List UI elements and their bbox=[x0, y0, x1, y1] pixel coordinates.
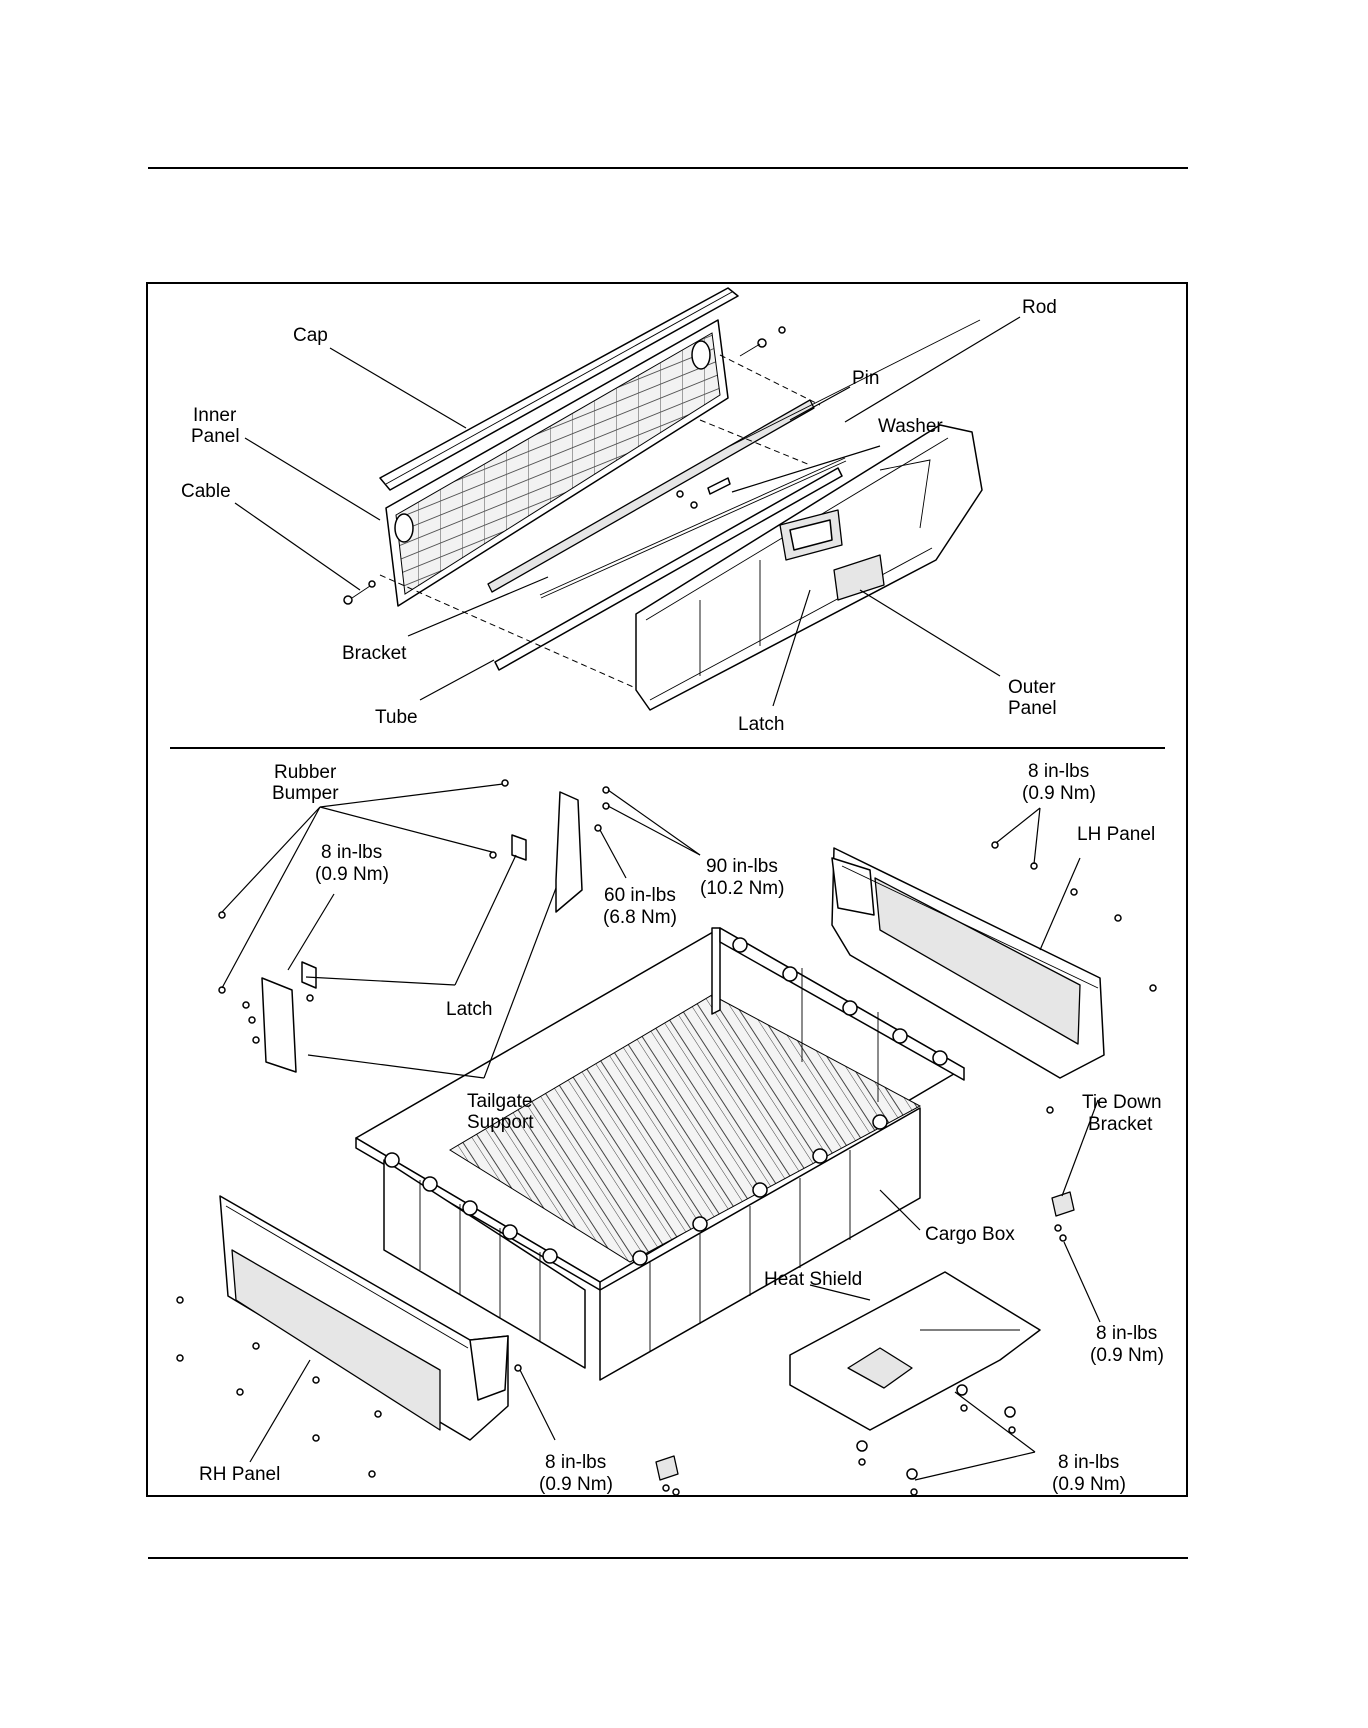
label-torque-d-line1: 60 in-lbs bbox=[604, 885, 676, 906]
label-torque-g-line2: (0.9 Nm) bbox=[1052, 1474, 1126, 1495]
label-torque-a-line2: (0.9 Nm) bbox=[315, 864, 389, 885]
tailgate-support-left bbox=[262, 962, 316, 1072]
label-torque-g-line1: 8 in-lbs bbox=[1058, 1452, 1119, 1473]
label-tailgate-support-line2: Support bbox=[467, 1112, 534, 1133]
label-inner-panel-line1: Inner bbox=[193, 405, 237, 426]
label-latch-upper: Latch bbox=[738, 714, 784, 735]
label-torque-c-line1: 90 in-lbs bbox=[706, 856, 778, 877]
label-tailgate-support-line1: Tailgate bbox=[467, 1091, 533, 1112]
label-torque-f-line2: (0.9 Nm) bbox=[539, 1474, 613, 1495]
label-torque-b-line2: (0.9 Nm) bbox=[1022, 783, 1096, 804]
label-torque-e-line2: (0.9 Nm) bbox=[1090, 1345, 1164, 1366]
label-torque-f-line1: 8 in-lbs bbox=[545, 1452, 606, 1473]
tailgate-support-right bbox=[512, 792, 582, 912]
label-cable: Cable bbox=[181, 481, 231, 502]
label-inner-panel-line2: Panel bbox=[191, 426, 240, 447]
label-rubber-bumper-line2: Bumper bbox=[272, 783, 339, 804]
label-rod: Rod bbox=[1022, 297, 1057, 318]
label-tube: Tube bbox=[375, 707, 418, 728]
label-cap: Cap bbox=[293, 325, 328, 346]
label-torque-d-line2: (6.8 Nm) bbox=[603, 907, 677, 928]
label-lh-panel: LH Panel bbox=[1077, 824, 1155, 845]
label-torque-c-line2: (10.2 Nm) bbox=[700, 878, 784, 899]
label-rubber-bumper-line1: Rubber bbox=[274, 762, 337, 783]
label-torque-e-line1: 8 in-lbs bbox=[1096, 1323, 1157, 1344]
heat-shield bbox=[790, 1272, 1040, 1430]
label-tie-down-bracket-line1: Tie Down bbox=[1082, 1092, 1162, 1113]
label-torque-a-line1: 8 in-lbs bbox=[321, 842, 382, 863]
label-cargo-box: Cargo Box bbox=[925, 1224, 1015, 1245]
label-rh-panel: RH Panel bbox=[199, 1464, 280, 1485]
label-latch-lower: Latch bbox=[446, 999, 492, 1020]
label-heat-shield: Heat Shield bbox=[764, 1269, 862, 1290]
label-washer: Washer bbox=[878, 416, 943, 437]
label-outer-panel-line2: Panel bbox=[1008, 698, 1057, 719]
label-torque-b-line1: 8 in-lbs bbox=[1028, 761, 1089, 782]
label-outer-panel-line1: Outer bbox=[1008, 677, 1056, 698]
label-tie-down-bracket-line2: Bracket bbox=[1088, 1114, 1153, 1135]
label-bracket: Bracket bbox=[342, 643, 407, 664]
label-pin: Pin bbox=[852, 368, 879, 389]
